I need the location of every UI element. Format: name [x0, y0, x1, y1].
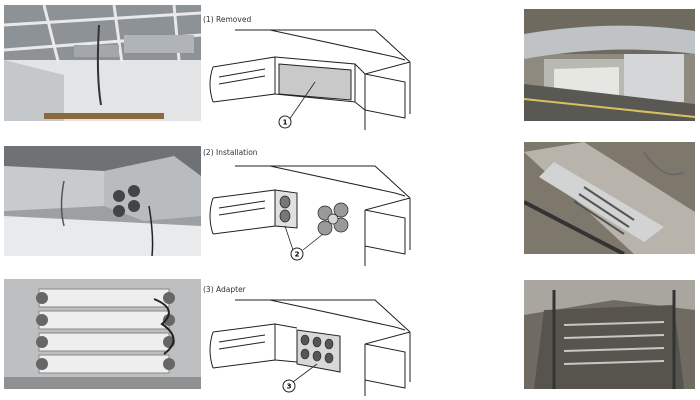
callout-1: 1 [283, 119, 288, 127]
step-3-caption: (3) Adapter [203, 285, 246, 294]
diagram-adapter: 3 [205, 292, 420, 400]
callout-2: 2 [295, 251, 300, 259]
photo-ceiling-grid-removed [4, 5, 201, 121]
photo-duct-ceiling-right-1 [524, 9, 695, 121]
photo-adapter-assembly [4, 279, 201, 389]
photo-duct-installation [4, 146, 201, 256]
photo-duct-ceiling-right-2 [524, 142, 695, 254]
photo-duct-ceiling-right-3 [524, 280, 695, 389]
diagram-installation: 2 [205, 158, 420, 268]
callout-3: 3 [287, 383, 292, 391]
step-1-caption: (1) Removed [203, 15, 252, 24]
diagram-removed: 1 [205, 22, 420, 132]
step-2-caption: (2) Installation [203, 148, 258, 157]
